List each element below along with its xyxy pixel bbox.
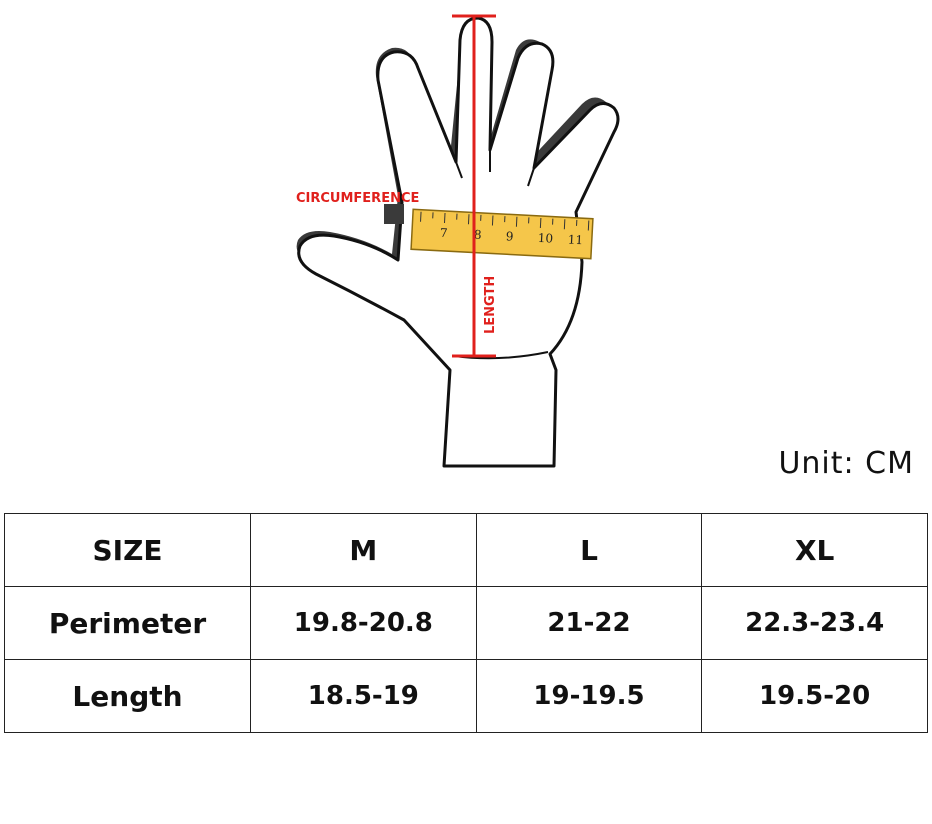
measuring-tape	[410, 208, 594, 260]
table-cell: 21-22	[475, 586, 703, 660]
tape-end-tab	[384, 204, 404, 224]
tape-number: 7	[440, 226, 448, 240]
row-label-length: Length	[4, 659, 251, 733]
table-cell: 18.5-19	[250, 659, 477, 733]
tape-ticks: 7 8 9 10 11	[420, 211, 590, 247]
table-row: Perimeter 19.8-20.8 21-22 22.3-23.4	[4, 586, 928, 660]
circumference-label: CIRCUMFERENCE	[296, 191, 419, 206]
tape-number: 10	[537, 231, 553, 246]
tape-number: 8	[474, 228, 482, 242]
table-cell: 19.5-20	[701, 659, 928, 733]
table-cell: 19-19.5	[475, 659, 703, 733]
row-label-perimeter: Perimeter	[4, 586, 251, 660]
table-cell: 19.8-20.8	[250, 586, 477, 660]
size-chart-table: SIZE M L XL Perimeter 19.8-20.8 21-22 22…	[4, 513, 928, 733]
tape-number: 9	[506, 229, 514, 243]
table-header-row: SIZE M L XL	[4, 513, 928, 587]
length-label: LENGTH	[483, 276, 498, 334]
tape-number: 11	[567, 232, 583, 247]
header-cell-l: L	[475, 513, 703, 587]
unit-label: Unit: CM	[778, 446, 914, 481]
finger-crease	[455, 161, 463, 179]
header-cell-m: M	[250, 513, 477, 587]
header-size-cell: SIZE	[4, 513, 251, 587]
header-cell-xl: XL	[701, 513, 928, 587]
finger-crease	[527, 167, 535, 187]
table-cell: 22.3-23.4	[701, 586, 928, 660]
hand-measurement-illustration: 7 8 9 10 11 CIRCUMFERENCE LENGTH	[296, 14, 620, 468]
table-row: Length 18.5-19 19-19.5 19.5-20	[4, 659, 928, 733]
